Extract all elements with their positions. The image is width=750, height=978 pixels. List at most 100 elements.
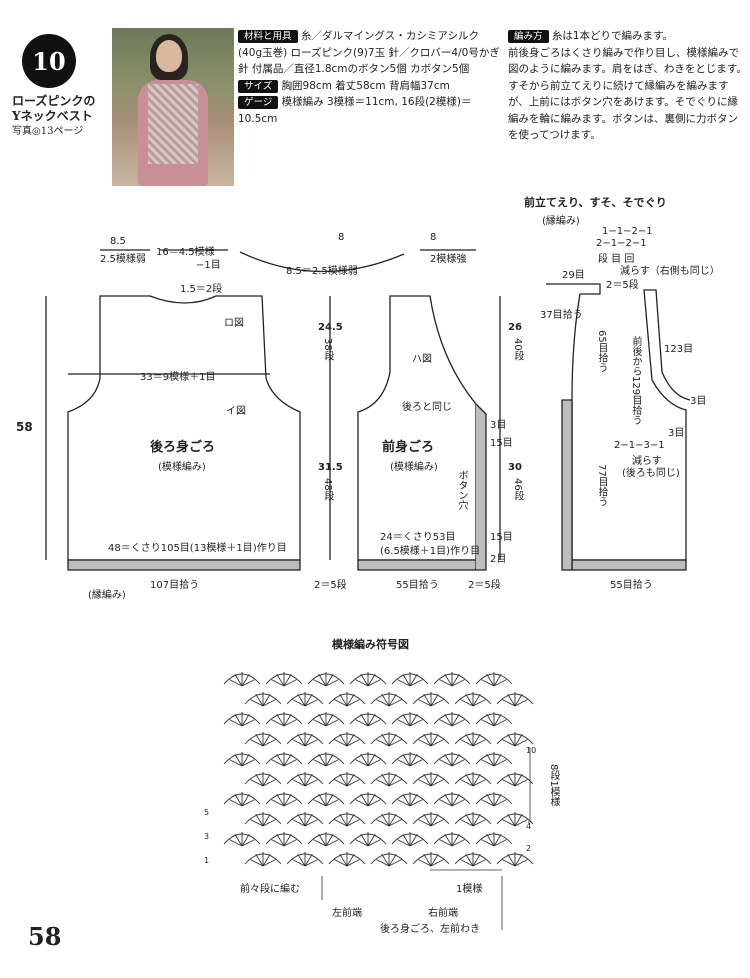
row-label-4: 4 xyxy=(526,822,532,831)
dim-a: 24.5 xyxy=(318,322,343,333)
stitch-mark xyxy=(334,739,348,747)
stitch-mark xyxy=(283,833,292,847)
back-neck-width: 16＝4.5模様 xyxy=(156,247,215,258)
band-side xyxy=(561,399,573,571)
stitch-mark xyxy=(514,819,528,827)
stitch-mark xyxy=(388,733,397,747)
stitch-mark xyxy=(409,713,418,727)
stitch-mark xyxy=(262,733,271,747)
band-dec-b1: 2−1−3−1 xyxy=(614,440,665,451)
band-dec-b2: 減らす xyxy=(632,456,662,467)
stitch-mark xyxy=(507,853,516,867)
stitch-mark xyxy=(444,793,453,807)
stitch-mark xyxy=(460,819,474,827)
stitch-chart xyxy=(219,659,521,867)
stitch-mark xyxy=(451,673,460,687)
stitch-mark xyxy=(430,739,444,747)
front-same-as-back: 後ろと同じ xyxy=(402,402,452,413)
stitch-mark xyxy=(346,693,355,707)
stitch-mark xyxy=(493,799,507,807)
model-photo xyxy=(112,28,234,186)
row-label-10: 10 xyxy=(526,746,537,755)
stitch-mark xyxy=(271,799,285,807)
stitch-mark xyxy=(397,839,411,847)
stitch-mark xyxy=(346,819,360,827)
stitch-mark xyxy=(514,699,528,707)
stitch-mark xyxy=(292,699,306,707)
stitch-mark xyxy=(234,833,243,847)
stitch-mark xyxy=(451,799,465,807)
stitch-mark xyxy=(255,733,264,747)
pattern-number: 10 xyxy=(32,46,66,76)
front-pickup: 55目拾う xyxy=(396,580,439,591)
stitch-mark xyxy=(381,733,390,747)
band-65: 65目拾う xyxy=(596,330,607,373)
stitch-mark xyxy=(514,779,528,787)
stitch-mark xyxy=(283,713,292,727)
stitch-mark xyxy=(262,693,271,707)
stitch-mark xyxy=(397,759,411,767)
howto-label: 編み方 xyxy=(508,30,549,43)
stitch-mark xyxy=(304,813,313,827)
chart-bottom: 後ろ身ごろ、左前わき xyxy=(380,924,480,935)
stitch-mark xyxy=(381,773,390,787)
back-title: 後ろ身ごろ xyxy=(150,440,216,455)
stitch-mark xyxy=(423,693,432,707)
stitch-mark xyxy=(367,793,376,807)
stitch-mark xyxy=(241,719,255,727)
stitch-mark xyxy=(367,753,376,767)
stitch-mark xyxy=(292,859,306,867)
stitch-mark xyxy=(262,739,276,747)
stitch-mark xyxy=(234,753,243,767)
stitch-mark xyxy=(409,839,423,847)
stitch-mark xyxy=(430,773,439,787)
stitch-mark xyxy=(262,859,276,867)
stitch-mark xyxy=(360,673,369,687)
stitch-mark xyxy=(472,859,486,867)
stitch-mark xyxy=(241,799,255,807)
back-pickup: 107目拾う xyxy=(150,580,200,591)
stitch-mark xyxy=(297,813,306,827)
stitch-mark xyxy=(388,739,402,747)
stitch-mark xyxy=(486,833,495,847)
dim-b: 31.5 xyxy=(318,462,343,473)
stitch-mark xyxy=(451,719,465,727)
stitch-mark xyxy=(325,833,334,847)
stitch-mark xyxy=(451,753,460,767)
stitch-mark xyxy=(262,819,276,827)
front-r15b: 15目 xyxy=(490,532,513,543)
band-129: 前後から129目拾う xyxy=(630,336,641,426)
stitch-mark xyxy=(409,833,418,847)
stitch-mark xyxy=(318,793,327,807)
stitch-mark xyxy=(502,859,516,867)
band-title: 前立てえり、すそ、そでぐり xyxy=(524,196,667,209)
materials-label: 材料と用具 xyxy=(238,30,298,43)
stitch-mark xyxy=(292,739,306,747)
stitch-mark xyxy=(514,733,523,747)
stitch-mark xyxy=(346,853,355,867)
stitch-mark xyxy=(334,699,348,707)
stitch-mark xyxy=(493,839,507,847)
stitch-mark xyxy=(409,799,423,807)
stitch-mark xyxy=(388,773,397,787)
stitch-mark xyxy=(451,679,465,687)
stitch-mark xyxy=(304,779,318,787)
stitch-mark xyxy=(250,819,264,827)
chart-left-end: 左前端 xyxy=(332,908,362,919)
band-outline xyxy=(546,283,691,561)
stitch-mark xyxy=(409,719,423,727)
stitch-mark xyxy=(276,713,285,727)
front-top-2: 2模様強 xyxy=(430,254,467,265)
stitch-mark xyxy=(430,859,444,867)
stitch-mark xyxy=(292,779,306,787)
instructions-block: 編み方 糸は1本どりで編みます。 前後身ごろはくさり編みで作り目し、模様編みで図… xyxy=(508,28,748,144)
front-button-hole: ボタン穴 xyxy=(456,470,467,510)
stitch-mark xyxy=(339,693,348,707)
stitch-mark xyxy=(304,699,318,707)
stitch-mark xyxy=(502,699,516,707)
stitch-mark xyxy=(255,813,264,827)
stitch-mark xyxy=(376,699,390,707)
stitch-mark xyxy=(250,699,264,707)
stitch-mark xyxy=(241,839,255,847)
chart-right-end: 右前端 xyxy=(428,908,458,919)
